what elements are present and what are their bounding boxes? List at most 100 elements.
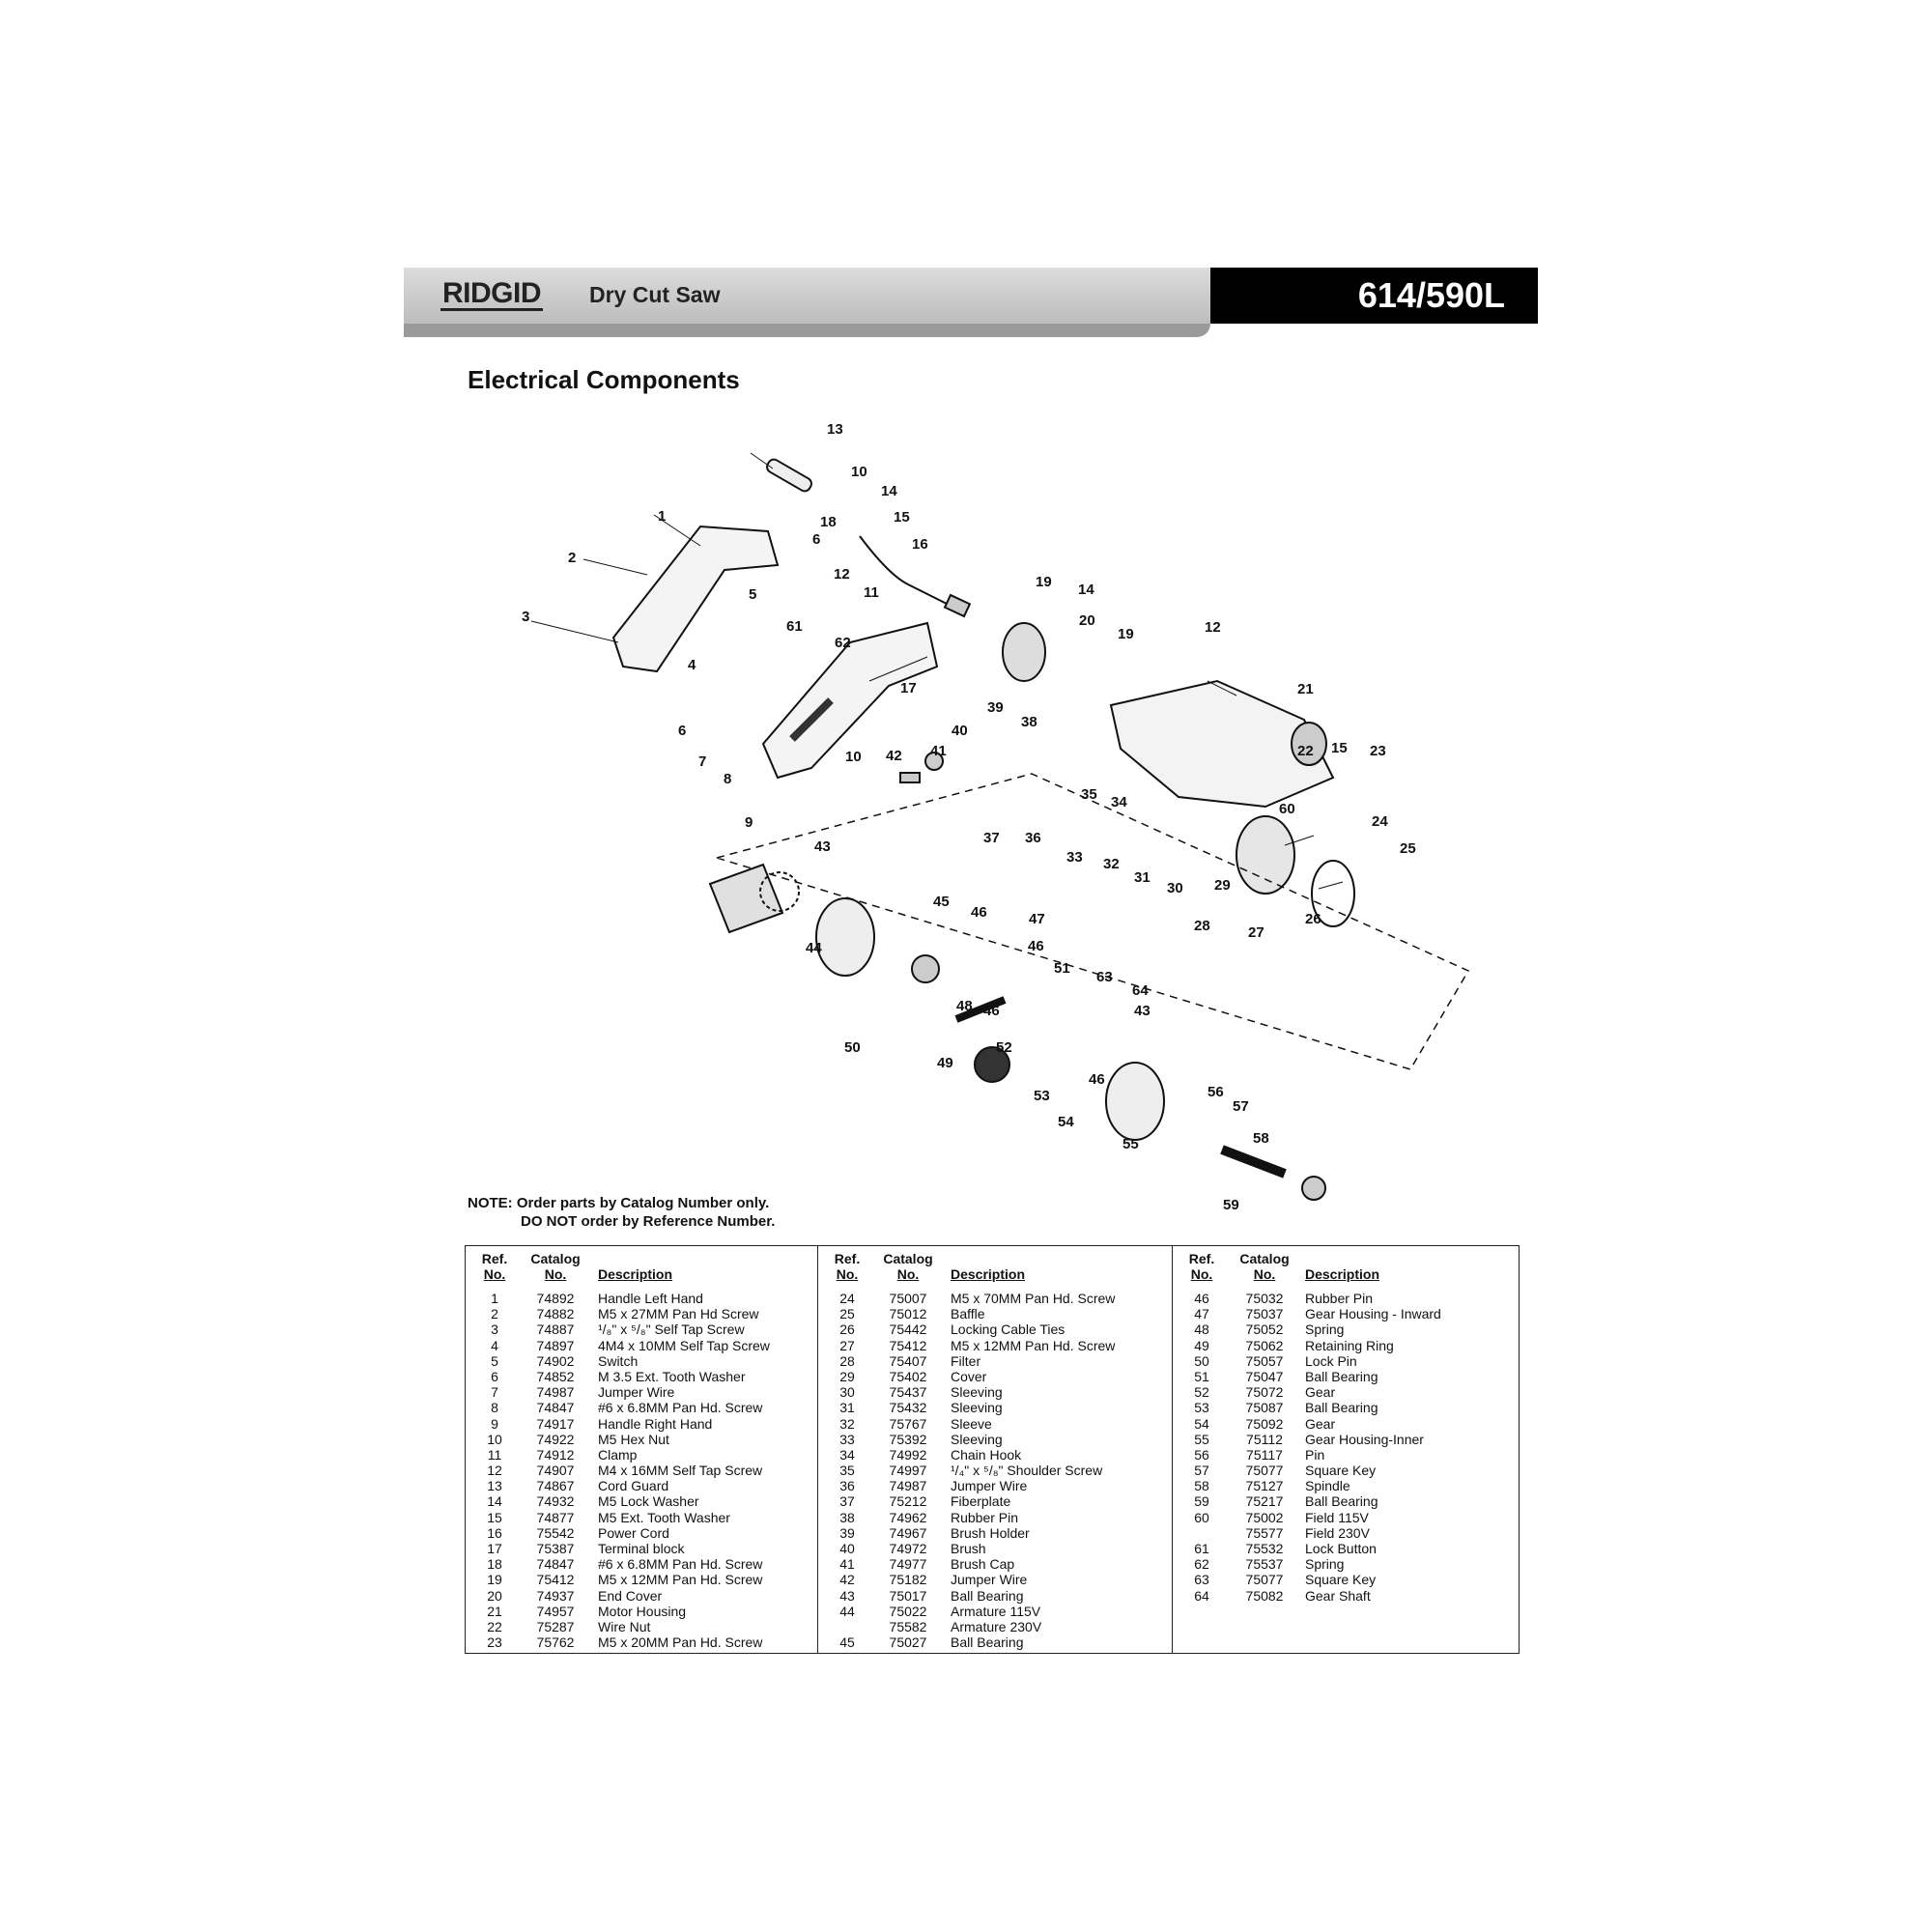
part-description: 4M4 x 10MM Self Tap Screw <box>598 1337 770 1353</box>
ref-number: 11 <box>487 1446 502 1463</box>
callout-9: 9 <box>745 814 753 831</box>
callout-14: 14 <box>881 483 897 499</box>
callout-7: 7 <box>698 753 706 770</box>
callout-52: 52 <box>996 1039 1012 1056</box>
ref-number: 28 <box>839 1352 855 1369</box>
callout-43: 43 <box>814 838 831 855</box>
catalog-number: 74902 <box>536 1352 575 1369</box>
banner-gray-bar <box>404 268 1210 324</box>
callout-10b: 10 <box>845 749 862 765</box>
catalog-number: 74997 <box>889 1463 927 1479</box>
ref-number: 38 <box>839 1509 855 1525</box>
callout-51: 51 <box>1054 960 1070 977</box>
catalog-number: 74877 <box>536 1509 575 1525</box>
part-description: Pin <box>1305 1446 1325 1463</box>
catalog-number: 75027 <box>889 1634 927 1651</box>
assembly-dashed-outline <box>714 773 1470 1070</box>
brand-logo: RIDGID <box>440 277 543 311</box>
part-description: Lock Button <box>1305 1541 1377 1556</box>
catalog-number: 75012 <box>889 1306 927 1322</box>
ref-number: 7 <box>491 1384 498 1401</box>
catalog-number: 75052 <box>1245 1321 1284 1338</box>
catalog-number: 75762 <box>536 1634 575 1651</box>
callout-42: 42 <box>886 748 902 764</box>
handle-left-part <box>611 525 780 673</box>
ref-number: 47 <box>1194 1306 1209 1322</box>
ref-number: 6 <box>491 1368 498 1384</box>
part-description: Gear Shaft <box>1305 1587 1371 1604</box>
catalog-number: 74962 <box>889 1509 927 1525</box>
ref-number: 32 <box>839 1415 855 1432</box>
callout-55: 55 <box>1122 1136 1139 1152</box>
part-description: Fiberplate <box>951 1493 1011 1510</box>
callout-30: 30 <box>1167 880 1183 896</box>
callout-13: 13 <box>827 421 843 438</box>
part-description: Gear <box>1305 1415 1336 1432</box>
callout-25: 25 <box>1400 840 1416 857</box>
catalog-number: 75062 <box>1245 1337 1284 1353</box>
callout-11: 11 <box>864 584 879 601</box>
catalog-number: 75072 <box>1245 1384 1284 1401</box>
callout-29: 29 <box>1214 877 1231 894</box>
catalog-number: 75092 <box>1245 1415 1284 1432</box>
part-description: Spring <box>1305 1321 1345 1338</box>
ref-number: 31 <box>839 1400 855 1416</box>
callout-37: 37 <box>983 830 1000 846</box>
callout-6b: 6 <box>678 723 686 739</box>
catalog-number: 75022 <box>889 1603 927 1619</box>
catalog-number: 75442 <box>889 1321 927 1338</box>
callout-34: 34 <box>1111 794 1127 810</box>
catalog-number: 74892 <box>536 1291 575 1306</box>
catalog-number: 74987 <box>889 1478 927 1494</box>
catalog-number: 75117 <box>1246 1446 1283 1463</box>
field-part <box>1236 815 1295 895</box>
ref-number: 40 <box>839 1541 855 1556</box>
ref-number: 5 <box>491 1352 498 1369</box>
callout-4: 4 <box>688 657 696 673</box>
part-description: Ball Bearing <box>951 1587 1024 1604</box>
part-description: Gear <box>1305 1384 1336 1401</box>
catalog-number: 74957 <box>536 1603 575 1619</box>
callout-12: 12 <box>834 566 850 582</box>
callout-19: 19 <box>1036 574 1052 590</box>
ref-number: 33 <box>839 1431 855 1447</box>
note-line-2: DO NOT order by Reference Number. <box>521 1213 776 1230</box>
model-number: 614/590L <box>1357 275 1505 315</box>
header-description: Description <box>1305 1266 1380 1282</box>
callout-41: 41 <box>930 743 947 759</box>
ref-number: 37 <box>839 1493 855 1510</box>
callout-16: 16 <box>912 536 928 553</box>
power-cord-part <box>859 535 957 610</box>
part-description: M5 x 20MM Pan Hd. Screw <box>598 1634 763 1651</box>
callout-8: 8 <box>724 771 731 787</box>
part-description: Sleeve <box>951 1415 992 1432</box>
part-description: M5 Ext. Tooth Washer <box>598 1509 730 1525</box>
callout-18: 18 <box>820 514 837 530</box>
ref-number: 13 <box>487 1478 502 1494</box>
ref-number: 52 <box>1194 1384 1209 1401</box>
part-description: Field 230V <box>1305 1524 1370 1541</box>
part-description: Lock Pin <box>1305 1352 1357 1369</box>
ref-number: 63 <box>1194 1572 1209 1588</box>
part-description: M5 x 12MM Pan Hd. Screw <box>951 1337 1116 1353</box>
catalog-number: 75047 <box>1245 1368 1284 1384</box>
part-description: Square Key <box>1305 1463 1377 1479</box>
part-description: Jumper Wire <box>951 1478 1028 1494</box>
